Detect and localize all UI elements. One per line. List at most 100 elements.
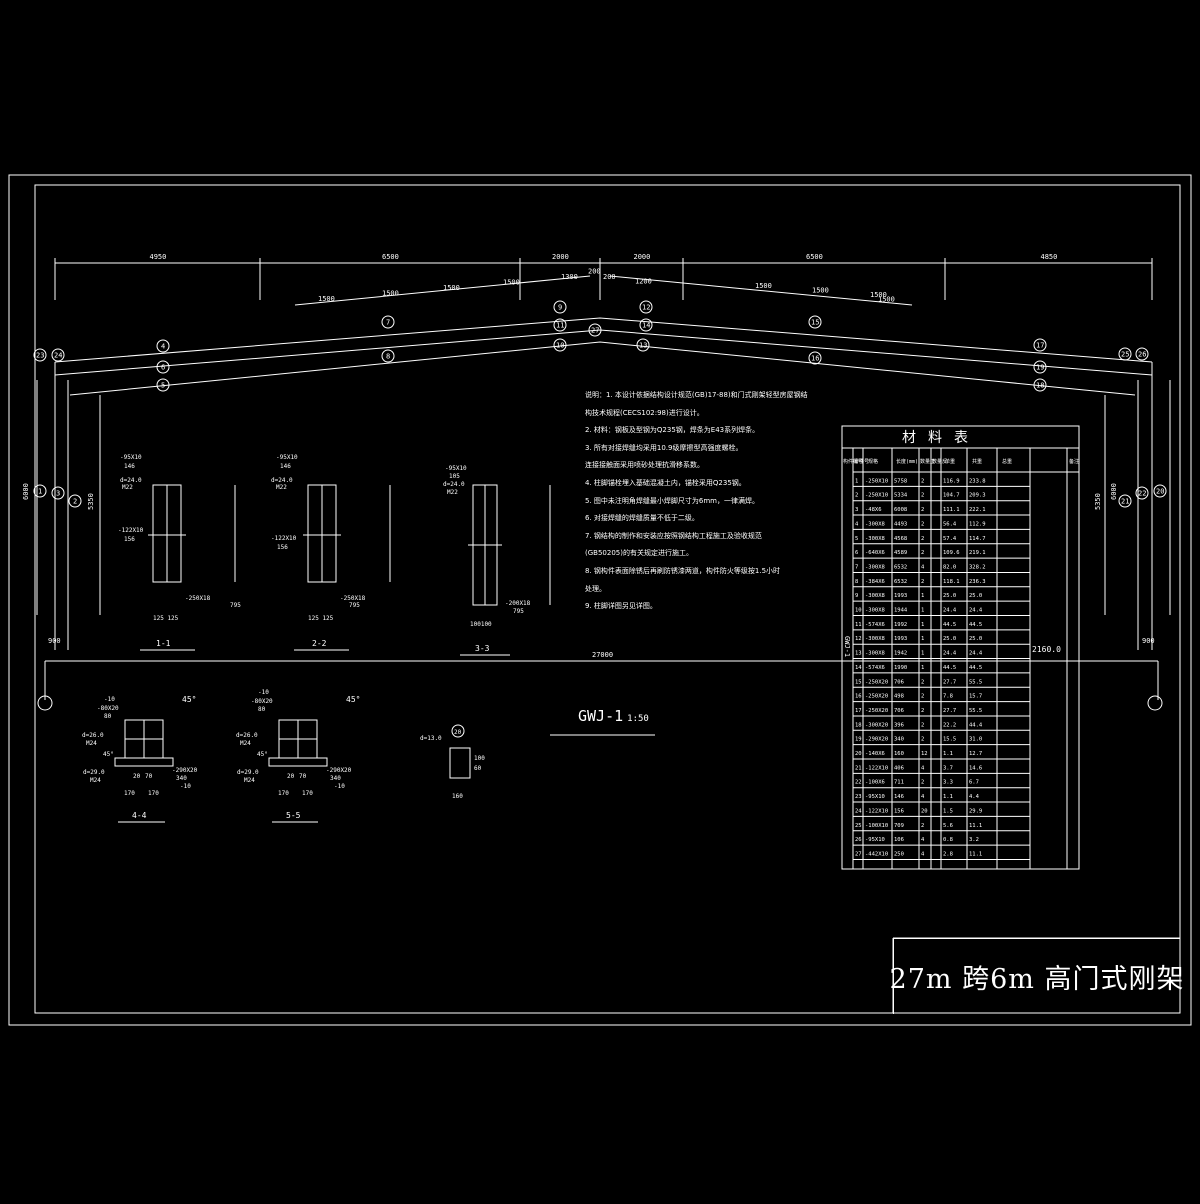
material-table-cell: 396 (894, 722, 904, 728)
purlin-right-label: 1500 (812, 287, 829, 295)
svg-text:d=26.0: d=26.0 (236, 732, 258, 739)
section-label-2-2: 2-2 (312, 639, 327, 648)
svg-text:170: 170 (302, 790, 313, 797)
note-line: (GB50205)的有关规定进行施工。 (585, 549, 693, 558)
svg-text:M22: M22 (122, 484, 133, 491)
material-total: 2160.0 (1032, 645, 1061, 654)
right-col-height2: 5350 (1094, 493, 1102, 510)
svg-text:-122X10: -122X10 (118, 527, 144, 534)
purlin-left-label: 1500 (443, 284, 460, 292)
material-table-cell: -574X6 (865, 622, 885, 628)
node-tag: 27 (588, 323, 602, 337)
material-table-cell: 27.7 (943, 708, 956, 714)
svg-text:795: 795 (513, 608, 524, 615)
material-table-cell: 2 (921, 708, 924, 714)
material-table-cell: -95X10 (865, 837, 885, 843)
title-block: 27m 跨6m 高门式刚架 (890, 938, 1183, 1014)
svg-text:5: 5 (161, 382, 165, 390)
svg-text:70: 70 (145, 773, 153, 780)
material-table-cell: -300X8 (865, 536, 885, 542)
top-span-label: 2000 (552, 253, 569, 261)
note-line: 说明：1. 本设计依据结构设计规范(GB)17-88)和门式刚架轻型房屋钢结 (585, 391, 808, 399)
svg-text:340: 340 (176, 775, 187, 782)
inner-border (34, 184, 1181, 1014)
svg-text:20: 20 (133, 773, 141, 780)
material-table-cell: 17 (855, 708, 862, 714)
node-tag: 24 (51, 348, 65, 362)
material-table-cell: 2 (921, 780, 924, 786)
material-table-cell: 14.6 (969, 765, 982, 771)
svg-text:12: 12 (642, 304, 650, 312)
material-table-cell: 104.7 (943, 493, 960, 499)
rafter-top (54, 317, 1153, 363)
node-tag: 2 (68, 494, 82, 508)
material-table-cell: 1 (921, 593, 924, 599)
drawing-title: 27m 跨6m 高门式刚架 (889, 964, 1185, 995)
material-table-cell: -122X10 (865, 808, 888, 814)
svg-text:146: 146 (124, 463, 135, 470)
material-table-cell: 5.6 (943, 823, 953, 829)
svg-text:45°: 45° (103, 751, 114, 758)
node-tag: 14 (639, 318, 653, 332)
material-table-cell: 55.5 (969, 679, 982, 685)
svg-text:4: 4 (161, 343, 165, 351)
material-table-cell: 250 (894, 851, 904, 857)
node-tag: 1 (33, 484, 47, 498)
purlin-right-label: 1500 (878, 296, 895, 304)
material-table-cell: 24 (855, 808, 862, 814)
material-table-cell: 44.5 (969, 665, 982, 671)
material-table-cell: 7.8 (943, 694, 953, 700)
svg-text:-80X20: -80X20 (97, 705, 119, 712)
svg-text:M24: M24 (244, 777, 255, 784)
material-table-cell: -300X8 (865, 608, 885, 614)
material-table-cell: 1992 (894, 622, 907, 628)
material-table-cell: 146 (894, 794, 904, 800)
material-table-header: 长度(mm) (896, 458, 918, 465)
material-table-cell: 44.5 (943, 665, 956, 671)
material-table-header: 数量正 (920, 458, 935, 465)
material-table-cell: 11.1 (969, 851, 982, 857)
node-tag: 21 (1118, 494, 1132, 508)
svg-text:24: 24 (54, 352, 62, 360)
material-table-cell: 24.4 (943, 608, 957, 614)
section-2-2: -95X10 146 d=24.0 M22 -122X10 156 -250X1… (271, 454, 391, 651)
svg-text:170: 170 (148, 790, 159, 797)
material-table-cell: -48X6 (865, 507, 882, 513)
section-4-4: -10 -80X20 80 d=26.0 M24 45° d=29.0 M24 … (82, 695, 198, 823)
note-line: 7. 钢结构的制作和安装应按照钢结构工程施工及验收规范 (585, 531, 762, 540)
material-table-cell: 14 (855, 665, 862, 671)
material-table-cell: 5758 (894, 478, 907, 484)
left-col-height2: 5350 (87, 493, 95, 510)
svg-text:45°: 45° (257, 751, 268, 758)
material-table-cell: 20 (855, 751, 862, 757)
material-table-cell: 27 (855, 851, 862, 857)
svg-text:160: 160 (452, 793, 463, 800)
material-table-header: 单重 (945, 458, 955, 465)
material-table-cell: 4 (921, 564, 925, 570)
note-line: 4. 柱脚锚栓埋入基础混凝土内，锚栓采用Q235钢。 (585, 478, 746, 487)
node-tag: 23 (33, 348, 47, 362)
note-line: 连接接触面采用喷砂处理抗滑移系数。 (585, 461, 704, 470)
right-axis-bubble (1147, 695, 1163, 711)
material-table-cell: -290X20 (865, 737, 888, 743)
material-group: GWJ-1 (843, 636, 851, 657)
material-table-cell: 2 (921, 679, 924, 685)
svg-text:795: 795 (230, 602, 241, 609)
svg-text:170: 170 (278, 790, 289, 797)
material-table-cell: 24.4 (969, 651, 983, 657)
material-table-cell: 2 (921, 536, 924, 542)
material-table-cell: 4 (921, 794, 925, 800)
material-table-cell: 112.9 (969, 521, 986, 527)
svg-text:-10: -10 (334, 783, 345, 790)
node-tag: 15 (808, 315, 822, 329)
left-base-offset: 900 (48, 637, 61, 645)
top-span-label: 2000 (634, 253, 651, 261)
svg-text:3: 3 (56, 490, 60, 498)
svg-text:156: 156 (277, 544, 288, 551)
total-span: 27000 (592, 651, 613, 659)
svg-text:M24: M24 (90, 777, 101, 784)
svg-text:d=26.0: d=26.0 (82, 732, 104, 739)
